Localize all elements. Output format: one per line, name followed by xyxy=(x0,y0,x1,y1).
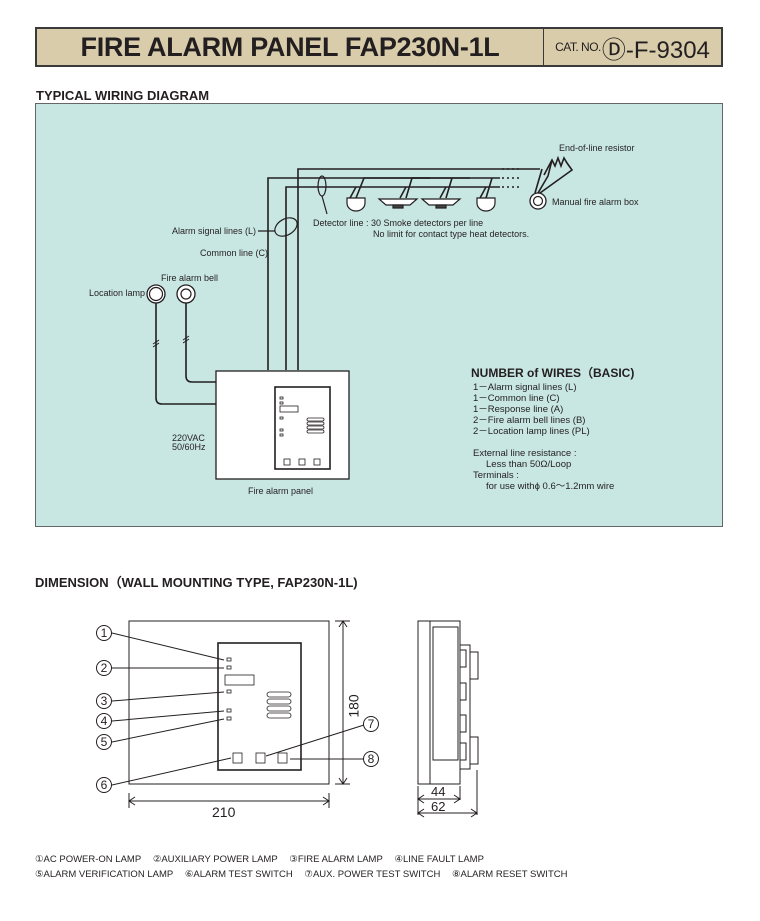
power-frequency-label: 50/60Hz xyxy=(172,442,206,452)
wire-response-line xyxy=(297,168,540,370)
legend-item: ①AC POWER-ON LAMP xyxy=(35,854,142,865)
legend-row-1: ①AC POWER-ON LAMP ②AUXILIARY POWER LAMP … xyxy=(35,854,493,865)
location-lamp-icon xyxy=(146,284,166,304)
wire-alarm-signal-line xyxy=(267,177,500,370)
callout-2: 2 xyxy=(96,660,112,676)
page-title: FIRE ALARM PANEL FAP230N-1L xyxy=(37,29,544,65)
callout-1: 1 xyxy=(96,625,112,641)
height-dimension: 180 xyxy=(345,694,362,718)
dimension-front-view xyxy=(111,620,365,808)
callout-4: 4 xyxy=(96,713,112,729)
catalog-label: CAT. NO. xyxy=(555,40,601,54)
number-of-wires-title: NUMBER of WIRES（BASIC) xyxy=(471,366,635,380)
fire-alarm-bell-icon xyxy=(176,284,196,304)
fire-alarm-bell-label: Fire alarm bell xyxy=(161,273,219,283)
legend-item: ②AUXILIARY POWER LAMP xyxy=(152,854,278,865)
legend-item: ⑧ALARM RESET SWITCH xyxy=(451,869,568,880)
heat-detector-icon xyxy=(420,198,462,206)
power-voltage-label: 220VAC xyxy=(172,433,205,443)
smoke-detectors xyxy=(346,197,496,212)
legend-row-2: ⑤ALARM VERIFICATION LAMP ⑥ALARM TEST SWI… xyxy=(35,869,576,880)
wire-fire-alarm-bell xyxy=(185,303,216,383)
wire-item: 1－Alarm signal lines (L) xyxy=(473,382,577,393)
smoke-detector-icon xyxy=(476,197,496,212)
heat-detector-icon xyxy=(377,198,419,206)
fire-alarm-panel-label: Fire alarm panel xyxy=(248,486,314,496)
total-depth-dimension: 62 xyxy=(431,799,446,814)
common-line-label: Common line (C) xyxy=(200,248,269,258)
location-lamp-label: Location lamp xyxy=(89,288,146,298)
width-dimension: 210 xyxy=(212,804,236,820)
dimension-side-view xyxy=(417,620,479,818)
callout-3: 3 xyxy=(96,693,112,709)
body-depth-dimension: 44 xyxy=(431,784,446,799)
wire-item: 1－Common line (C) xyxy=(473,393,560,404)
callout-8: 8 xyxy=(363,751,379,767)
wire-location-lamp xyxy=(155,303,216,405)
terminals-value: for use withϕ 0.6～1.2mm wire xyxy=(486,481,615,492)
terminals-label: Terminals : xyxy=(473,470,519,481)
legend-item: ⑦AUX. POWER TEST SWITCH xyxy=(304,869,441,880)
wiring-specs: External line resistance : Less than 50Ω… xyxy=(473,448,614,492)
title-bar: FIRE ALARM PANEL FAP230N-1L CAT. NO. Ⓓ-F… xyxy=(35,27,723,67)
fire-alarm-panel-icon xyxy=(215,370,350,480)
wiring-diagram-panel xyxy=(35,103,723,527)
callout-6: 6 xyxy=(96,777,112,793)
smoke-detector-icon xyxy=(346,197,366,212)
wire-item: 2－Fire alarm bell lines (B) xyxy=(473,415,586,426)
detector-line-label: Detector line : 30 Smoke detectors per l… xyxy=(313,218,484,228)
resistance-value: Less than 50Ω/Loop xyxy=(486,459,572,470)
callout-5: 5 xyxy=(96,734,112,750)
callout-7: 7 xyxy=(363,716,379,732)
manual-fire-alarm-box-label: Manual fire alarm box xyxy=(552,197,639,207)
manual-fire-alarm-box-icon xyxy=(529,192,547,210)
legend-item: ⑤ALARM VERIFICATION LAMP xyxy=(35,869,174,880)
legend-item: ⑥ALARM TEST SWITCH xyxy=(184,869,293,880)
wire-common-line xyxy=(285,186,500,370)
catalog-code: Ⓓ-F-9304 xyxy=(601,36,710,64)
wire-item: 1－Response line (A) xyxy=(473,404,564,415)
number-of-wires-list: 1－Alarm signal lines (L) 1－Common line (… xyxy=(473,382,590,437)
catalog-number: CAT. NO. Ⓓ-F-9304 xyxy=(544,29,721,65)
alarm-signal-lines-label: Alarm signal lines (L) xyxy=(172,226,257,236)
wiring-section-title: TYPICAL WIRING DIAGRAM xyxy=(36,88,210,103)
detector-line-note: No limit for contact type heat detectors… xyxy=(373,229,530,239)
legend-item: ③FIRE ALARM LAMP xyxy=(289,854,383,865)
wire-item: 2－Location lamp lines (PL) xyxy=(473,426,590,437)
end-of-line-resistor-label: End-of-line resistor xyxy=(559,143,635,153)
resistance-label: External line resistance : xyxy=(473,448,577,459)
legend-item: ④LINE FAULT LAMP xyxy=(394,854,484,865)
dimension-section-title: DIMENSION（WALL MOUNTING TYPE, FAP230N-1L… xyxy=(35,575,358,590)
